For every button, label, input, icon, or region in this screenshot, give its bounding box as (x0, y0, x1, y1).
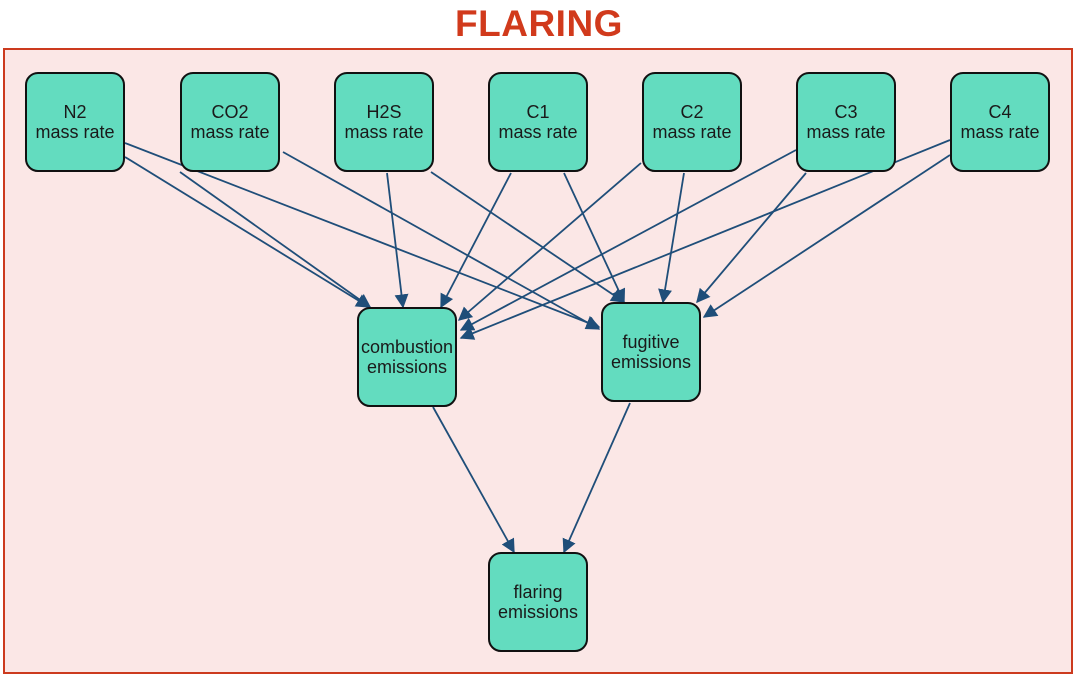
node-label-line1: H2S (366, 102, 402, 122)
node-label-line1: flaring (513, 582, 563, 602)
edge-c3-to-combustion (459, 149, 797, 331)
edge-c4-to-combustion (459, 139, 951, 340)
edge-c4-to-fugitive (702, 154, 951, 318)
node-label-line2: emissions (610, 352, 692, 372)
edge-co2-to-combustion (179, 171, 372, 308)
node-c4-mass-rate[interactable]: C4 mass rate (950, 72, 1050, 172)
node-label-line1: N2 (63, 102, 87, 122)
edge-combustion-to-flaring (432, 406, 515, 554)
node-label-line2: emissions (497, 602, 579, 622)
node-n2-mass-rate[interactable]: N2 mass rate (25, 72, 125, 172)
node-c1-mass-rate[interactable]: C1 mass rate (488, 72, 588, 172)
edge-co2-to-fugitive (282, 151, 601, 330)
edge-c1-to-fugitive (563, 172, 626, 304)
node-label-line1: C3 (834, 102, 858, 122)
node-combustion-emissions[interactable]: combustion emissions (357, 307, 457, 407)
node-label-line2: mass rate (652, 122, 732, 142)
node-co2-mass-rate[interactable]: CO2 mass rate (180, 72, 280, 172)
node-label-line1: C2 (680, 102, 704, 122)
node-label-line1: C4 (988, 102, 1012, 122)
node-label-line2: mass rate (960, 122, 1040, 142)
node-c2-mass-rate[interactable]: C2 mass rate (642, 72, 742, 172)
edge-c1-to-combustion (440, 172, 512, 309)
node-label-line1: fugitive (622, 332, 680, 352)
node-label-line2: mass rate (498, 122, 578, 142)
edge-n2-to-combustion (124, 156, 371, 308)
edge-h2s-to-combustion (386, 172, 409, 309)
node-label-line2: mass rate (190, 122, 270, 142)
node-label-line1: combustion (360, 337, 454, 357)
edge-c2-to-fugitive (658, 172, 685, 304)
node-h2s-mass-rate[interactable]: H2S mass rate (334, 72, 434, 172)
node-label-line1: CO2 (211, 102, 249, 122)
node-label-line2: mass rate (806, 122, 886, 142)
edge-h2s-to-fugitive (430, 171, 626, 303)
node-c3-mass-rate[interactable]: C3 mass rate (796, 72, 896, 172)
node-label-line2: emissions (366, 357, 448, 377)
edge-n2-to-fugitive (124, 142, 601, 329)
node-label-line1: C1 (526, 102, 550, 122)
node-flaring-emissions[interactable]: flaring emissions (488, 552, 588, 652)
node-fugitive-emissions[interactable]: fugitive emissions (601, 302, 701, 402)
node-label-line2: mass rate (344, 122, 424, 142)
node-label-line2: mass rate (35, 122, 115, 142)
edge-fugitive-to-flaring (562, 402, 631, 554)
edge-c2-to-combustion (457, 162, 642, 321)
diagram-title: FLARING (455, 3, 623, 44)
edge-c3-to-fugitive (696, 172, 807, 304)
